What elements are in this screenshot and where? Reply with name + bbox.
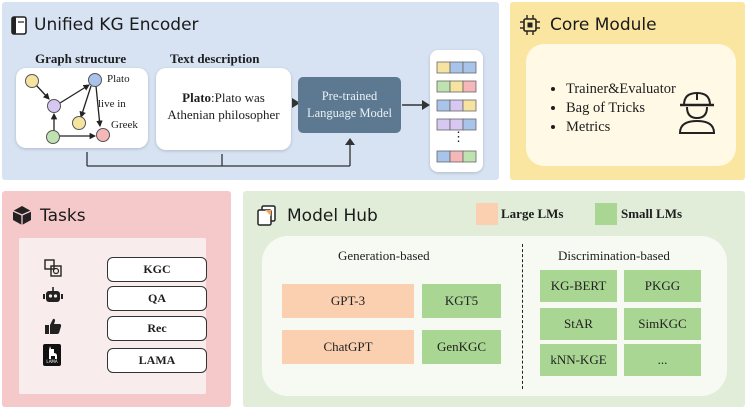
graph-node	[25, 74, 39, 88]
tasks-card: LAMA KGC QA Rec LAMA	[19, 238, 207, 394]
model-kgt5: KGT5	[422, 284, 501, 318]
embedding-vectors	[436, 61, 477, 163]
graph-node-plato	[88, 73, 102, 87]
robot-icon	[43, 287, 63, 302]
core-item: Metrics	[566, 118, 676, 137]
graph-node-greek	[96, 128, 110, 142]
edge-label-live-in: live in	[98, 98, 126, 110]
core-item: Bag of Tricks	[566, 99, 676, 118]
core-module-card: Trainer&Evaluator Bag of Tricks Metrics	[526, 44, 736, 166]
graph-heading: Graph structure	[35, 51, 127, 66]
model-star: StAR	[540, 308, 617, 340]
plm-box: Pre-trained Language Model	[298, 77, 401, 133]
cube-icon	[12, 206, 32, 225]
embedding-ellipsis: ⋮	[452, 129, 465, 144]
core-module-title: Core Module	[550, 15, 657, 35]
embeddings-card: ⋮	[430, 50, 483, 172]
core-item: Trainer&Evaluator	[566, 80, 676, 99]
legend-small-swatch	[595, 203, 617, 225]
llama-icon	[49, 346, 57, 359]
kgc-icon	[44, 259, 62, 277]
encoder-title: Unified KG Encoder	[34, 15, 199, 35]
text-heading: Text description	[170, 51, 260, 66]
arrow-to-plm	[292, 98, 300, 108]
core-module-panel: Core Module Trainer&Evaluator Bag of Tri…	[510, 2, 745, 180]
discrimination-heading: Discrimination-based	[558, 248, 670, 263]
graph-node	[46, 130, 60, 144]
legend-small-label: Small LMs	[621, 206, 683, 221]
model-knn-kge: kNN-KGE	[540, 344, 617, 376]
model-genkgc: GenKGC	[422, 330, 501, 364]
model-hub-card: Generation-based Discrimination-based GP…	[262, 236, 727, 396]
model-pkgg: PKGG	[624, 270, 701, 302]
node-label-greek: Greek	[111, 119, 138, 131]
model-simkgc: SimKGC	[624, 308, 701, 340]
thumbs-up-icon	[45, 318, 62, 334]
model-more: ...	[624, 344, 701, 376]
lama-logo-text: LAMA	[46, 359, 58, 364]
engineer-icon	[678, 91, 716, 134]
plm-line1: Pre-trained	[321, 89, 378, 103]
feedback-connector	[86, 138, 355, 167]
core-module-list: Trainer&Evaluator Bag of Tricks Metrics	[550, 80, 676, 137]
text-description-line1: :Plato was	[211, 90, 265, 105]
tasks-title: Tasks	[40, 206, 86, 226]
model-chatgpt: ChatGPT	[282, 330, 414, 364]
model-hub-title: Model Hub	[287, 206, 378, 226]
plm-line2: Language Model	[306, 106, 393, 120]
node-label-plato: Plato	[107, 73, 130, 85]
task-qa[interactable]: QA	[107, 286, 207, 311]
hub-divider	[522, 244, 523, 389]
legend-large-swatch	[476, 203, 498, 225]
model-kg-bert: KG-BERT	[540, 270, 617, 302]
text-description-card: Plato:Plato was Athenian philosopher	[156, 68, 291, 150]
encoder-panel: Unified KG Encoder Graph structure Text …	[2, 2, 499, 180]
model-gpt-3: GPT-3	[282, 284, 414, 318]
knowledge-graph	[25, 73, 110, 144]
task-kgc[interactable]: KGC	[107, 257, 207, 282]
tasks-panel: Tasks LAMA KGC QA Rec LAMA	[2, 191, 231, 407]
generation-heading: Generation-based	[338, 248, 430, 263]
task-rec[interactable]: Rec	[107, 316, 207, 341]
task-lama[interactable]: LAMA	[107, 348, 207, 373]
text-entity: Plato	[182, 90, 212, 105]
graph-node	[47, 99, 61, 113]
arrow-to-embeddings	[402, 100, 430, 110]
text-description-line2: Athenian philosopher	[167, 107, 280, 122]
documents-icon	[257, 205, 276, 226]
book-icon	[11, 16, 27, 35]
graph-node	[72, 116, 86, 130]
legend-large-label: Large LMs	[501, 206, 564, 221]
graph-card: Plato live in Greek	[16, 68, 148, 148]
model-hub-panel: Model Hub Large LMs Small LMs Generation…	[243, 191, 745, 407]
chip-icon	[520, 15, 540, 35]
lama-logo: LAMA	[43, 344, 61, 366]
